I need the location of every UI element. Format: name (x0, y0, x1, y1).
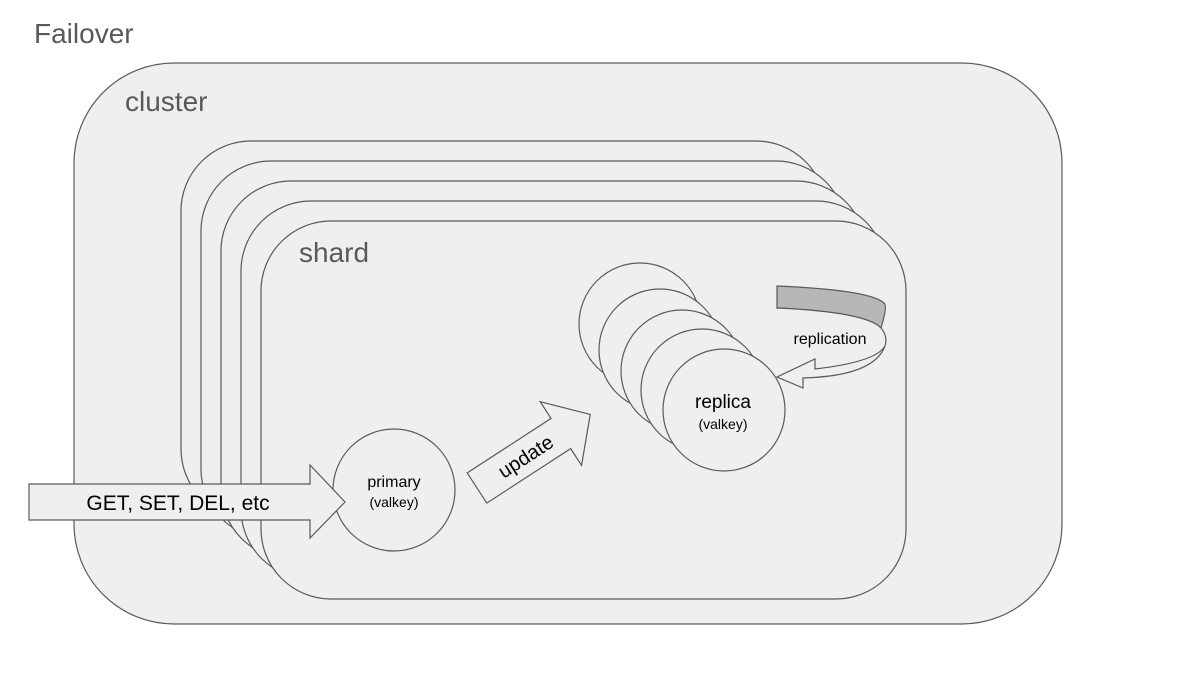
commands-arrow-shape (28, 463, 346, 540)
replica-stack: replica (valkey) (578, 262, 786, 472)
diagram-title: Failover (34, 18, 134, 49)
cluster-label: cluster (125, 86, 207, 117)
replication-arrow: replication (775, 285, 887, 389)
shard-box (260, 220, 907, 600)
primary-label: primary (367, 474, 420, 491)
primary-sublabel: (valkey) (369, 494, 418, 510)
replication-band-body (775, 307, 887, 389)
commands-label: GET, SET, DEL, etc (86, 492, 269, 515)
primary-node: primary (valkey) (332, 428, 456, 552)
replica-sublabel: (valkey) (698, 416, 747, 432)
commands-arrow: GET, SET, DEL, etc (28, 463, 346, 540)
replica-circle (662, 348, 786, 472)
replication-label: replication (794, 331, 867, 348)
shard-label: shard (299, 237, 369, 268)
update-arrow: update (466, 400, 591, 504)
replica-label: replica (695, 392, 751, 413)
update-arrow-shape (466, 400, 591, 504)
